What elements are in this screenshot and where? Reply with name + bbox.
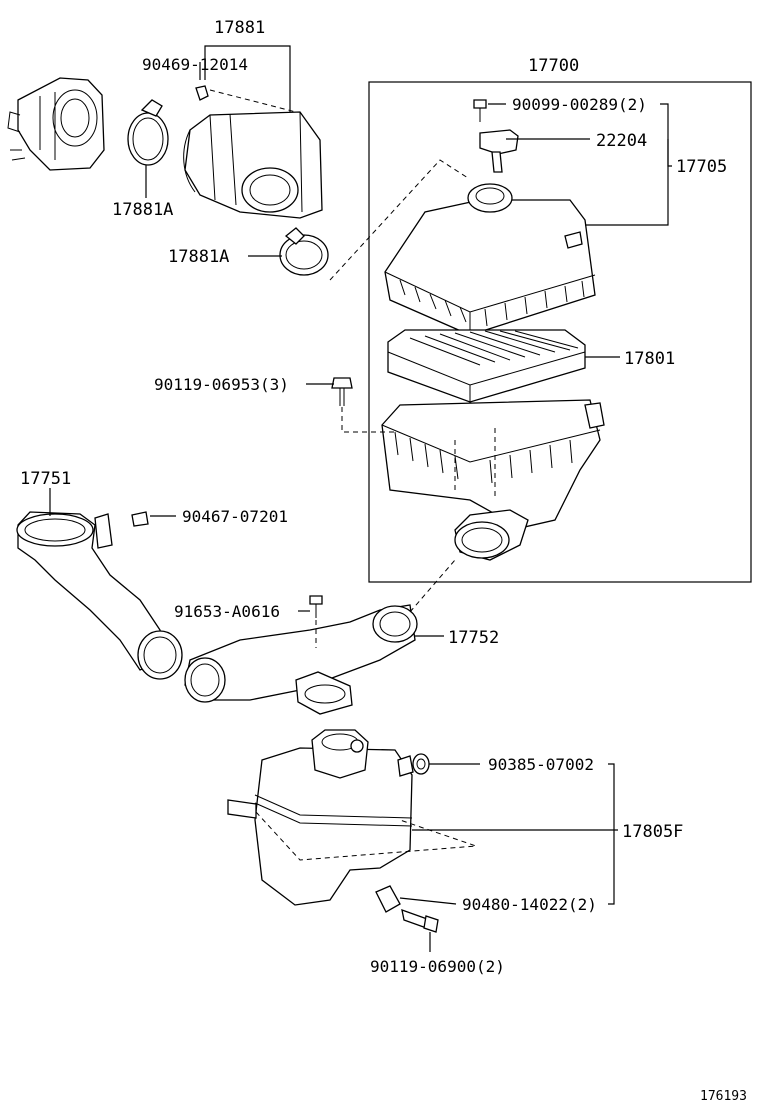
resonator-17805f <box>227 729 414 906</box>
air-cleaner-case <box>381 399 605 561</box>
hose-clamp-17881a-middle <box>279 227 329 276</box>
label-90469-12014: 90469-12014 <box>142 55 248 74</box>
label-17881a-middle: 17881A <box>168 247 229 267</box>
label-17751: 17751 <box>20 469 71 489</box>
label-17805f: 17805F <box>622 822 683 842</box>
label-91653-a0616: 91653-A0616 <box>174 602 280 621</box>
part-labels: 17881 90469-12014 17881A 17881A 17700 90… <box>20 18 747 1104</box>
label-22204: 22204 <box>596 131 647 151</box>
bolt-91653-a0616 <box>309 595 323 618</box>
airflow-sensor-22204 <box>479 129 519 173</box>
bolt-90119-06953 <box>331 377 353 406</box>
leader-lines <box>49 45 672 952</box>
label-90119-06900: 90119-06900(2) <box>370 957 505 976</box>
filter-element-17801 <box>387 329 586 403</box>
label-17881: 17881 <box>214 18 265 38</box>
label-90480-14022: 90480-14022(2) <box>462 895 597 914</box>
hose-clamp-17881a-top <box>127 99 169 166</box>
label-90385-07002: 90385-07002 <box>488 755 594 774</box>
bolt-90119-06900 <box>401 909 439 933</box>
label-90467-07201: 90467-07201 <box>182 507 288 526</box>
label-90119-06953: 90119-06953(3) <box>154 375 289 394</box>
intake-duct-17751 <box>16 511 183 680</box>
intake-hose-17881 <box>183 85 323 219</box>
air-cleaner-cap <box>384 183 596 336</box>
intake-duct-17752 <box>184 604 418 715</box>
label-17752: 17752 <box>448 628 499 648</box>
label-17801: 17801 <box>624 349 675 369</box>
grommet-90385-07002 <box>412 753 430 775</box>
label-17705: 17705 <box>676 157 727 177</box>
reference-number: 176193 <box>700 1089 747 1104</box>
assembly-frame-17700 <box>368 81 752 583</box>
label-17700: 17700 <box>528 56 579 76</box>
alignment-lines <box>209 89 496 861</box>
label-17881a-top: 17881A <box>112 200 173 220</box>
throttle-body <box>7 77 105 171</box>
bolt-90099 <box>473 99 487 122</box>
cushion-90480-14022 <box>375 885 401 913</box>
label-90099-00289: 90099-00289(2) <box>512 95 647 114</box>
